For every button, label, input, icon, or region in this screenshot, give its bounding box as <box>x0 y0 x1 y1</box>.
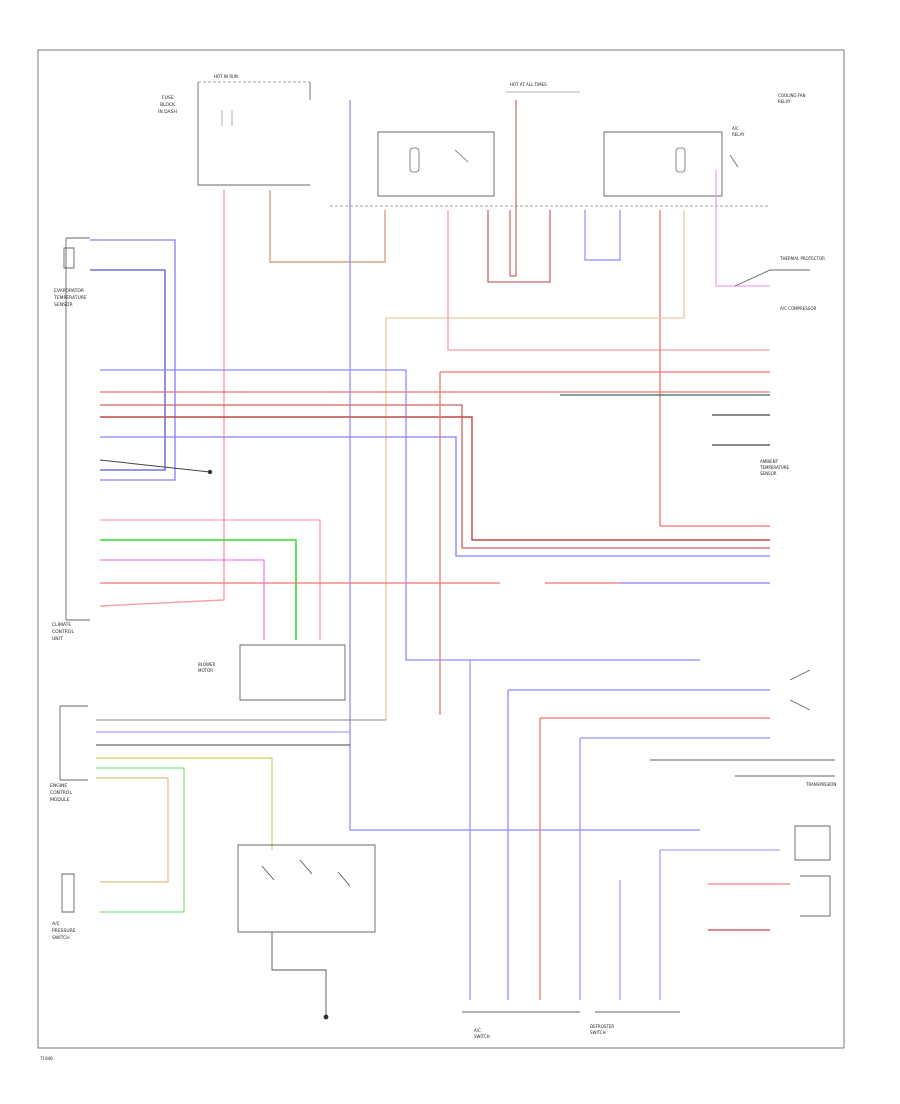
wire-red-upper <box>447 210 770 351</box>
wire-red-ac <box>659 210 770 527</box>
wire-blu-wht <box>100 369 700 661</box>
svg-text:HOT IN RUN: HOT IN RUN <box>214 74 238 79</box>
svg-text:PRESSURE: PRESSURE <box>52 928 76 934</box>
svg-text:SENSOR: SENSOR <box>54 302 73 308</box>
svg-text:TEMPERATURE: TEMPERATURE <box>759 465 790 470</box>
svg-text:DEFROSTER: DEFROSTER <box>590 1024 614 1029</box>
svg-text:IN DASH: IN DASH <box>158 109 177 115</box>
ac-relay: A/C RELAY <box>603 126 745 197</box>
fuse-block: FUSE BLOCK IN DASH HOT IN RUN <box>158 74 311 186</box>
wire-pink-clutch <box>715 170 770 287</box>
ac-relay-label-1: A/C <box>732 126 739 131</box>
svg-text:TEMPERATURE: TEMPERATURE <box>53 295 87 301</box>
wire-violet <box>100 559 265 640</box>
wire-maroon-loop <box>487 210 551 283</box>
transmission-label: TRANSMISSION <box>805 782 836 787</box>
svg-text:SWITCH: SWITCH <box>474 1034 490 1039</box>
svg-text:A/C: A/C <box>52 921 60 927</box>
svg-text:FUSE: FUSE <box>162 95 174 101</box>
defroster-switch-label-2: SWITCH <box>590 1030 606 1035</box>
svg-text:MOTOR: MOTOR <box>198 668 213 673</box>
diagram-frame <box>37 49 845 1049</box>
fuse-block-label-1: FUSE <box>162 95 174 101</box>
wire-blu-yel <box>100 436 770 557</box>
svg-text:CONTROL: CONTROL <box>52 629 74 635</box>
ecm-label-3: MODULE <box>50 797 70 803</box>
climate-control-unit: EVAPORATOR TEMPERATURE SENSOR CLIMATE CO… <box>52 237 90 642</box>
hot-in-run-label: HOT IN RUN <box>214 74 238 79</box>
ground-point-switch <box>323 1014 329 1020</box>
fuse-block-label-3: IN DASH <box>158 109 177 115</box>
ambient-sensor-label-2: TEMPERATURE <box>759 465 790 470</box>
evaporator-sensor-label-3: SENSOR <box>54 302 73 308</box>
wire-yel-red <box>539 717 770 1000</box>
ccu-label-1: CLIMATE <box>52 622 71 628</box>
pressure-sensor-label-2: PRESSURE <box>52 928 76 934</box>
svg-text:SWITCH: SWITCH <box>590 1030 606 1035</box>
svg-text:SWITCH: SWITCH <box>52 935 70 941</box>
svg-text:SENSOR: SENSOR <box>760 471 777 476</box>
ccu-label-2: CONTROL <box>52 629 74 635</box>
fuse-block-label-2: BLOCK <box>160 102 176 108</box>
wire-blue-sensor-1 <box>90 239 176 481</box>
evaporator-sensor-label-2: TEMPERATURE <box>53 295 87 301</box>
wire-red-feed <box>99 190 225 607</box>
blower-motor-box: BLOWER MOTOR <box>198 644 346 701</box>
pressure-sensor-label-3: SWITCH <box>52 935 70 941</box>
hot-at-all-times-label: HOT AT ALL TIMES <box>510 82 547 87</box>
cooling-fan-relay-label-2: RELAY <box>778 99 791 104</box>
wire-yellow-ecm <box>96 757 273 850</box>
ambient-sensor-label-3: SENSOR <box>760 471 777 476</box>
thermal-protector-label: THERMAL PROTECTOR <box>779 256 825 261</box>
svg-text:AMBIENT: AMBIENT <box>760 459 779 464</box>
ground-point-ccu <box>207 469 213 475</box>
svg-text:A/C: A/C <box>474 1028 481 1033</box>
svg-text:BLOCK: BLOCK <box>160 102 176 108</box>
svg-text:BLOWER: BLOWER <box>198 662 215 667</box>
blower-motor-label-2: MOTOR <box>198 668 213 673</box>
wire-lt-grn <box>100 539 297 640</box>
ac-relay-label-2: RELAY <box>732 132 745 137</box>
svg-text:A/C: A/C <box>732 126 739 131</box>
svg-text:RELAY: RELAY <box>732 132 745 137</box>
wire-brown-feed <box>269 190 386 263</box>
evaporator-sensor-label-1: EVAPORATOR <box>54 288 84 294</box>
ecm-label-1: ENGINE <box>50 783 67 789</box>
svg-text:CONTROL: CONTROL <box>50 790 72 796</box>
svg-text:CLIMATE: CLIMATE <box>52 622 71 628</box>
svg-text:MODULE: MODULE <box>50 797 70 803</box>
blower-motor-label-1: BLOWER <box>198 662 215 667</box>
wire-blu-blk <box>507 689 770 1000</box>
ccu-label-3: UNIT <box>52 636 63 642</box>
ac-compressor-label: A/C COMPRESSOR <box>780 306 816 311</box>
defroster-switch-label-1: DEFROSTER <box>590 1024 614 1029</box>
wire-pink-ccu <box>100 519 321 640</box>
wire-tan-ecm <box>96 777 169 883</box>
wire-green-ecm <box>96 767 185 913</box>
ac-switch-label-1: A/C <box>474 1028 481 1033</box>
engine-control-module: ENGINE CONTROL MODULE <box>50 705 88 803</box>
svg-text:ENGINE: ENGINE <box>50 783 67 789</box>
cooling-fan-relay-label-1: COOLING FAN <box>778 93 806 98</box>
svg-text:EVAPORATOR: EVAPORATOR <box>54 288 84 294</box>
wire-blue-main <box>349 100 700 831</box>
ac-switch-label-2: SWITCH <box>474 1034 490 1039</box>
cooling-fan-relay <box>377 131 495 197</box>
pressure-sensor-label-1: A/C <box>52 921 60 927</box>
svg-text:UNIT: UNIT <box>52 636 63 642</box>
figure-code: 71946 <box>40 1056 53 1061</box>
wire-red-dark <box>100 416 770 541</box>
dual-pressure-switch <box>237 844 376 1020</box>
ecm-label-2: CONTROL <box>50 790 72 796</box>
ambient-sensor-label-1: AMBIENT <box>760 459 779 464</box>
